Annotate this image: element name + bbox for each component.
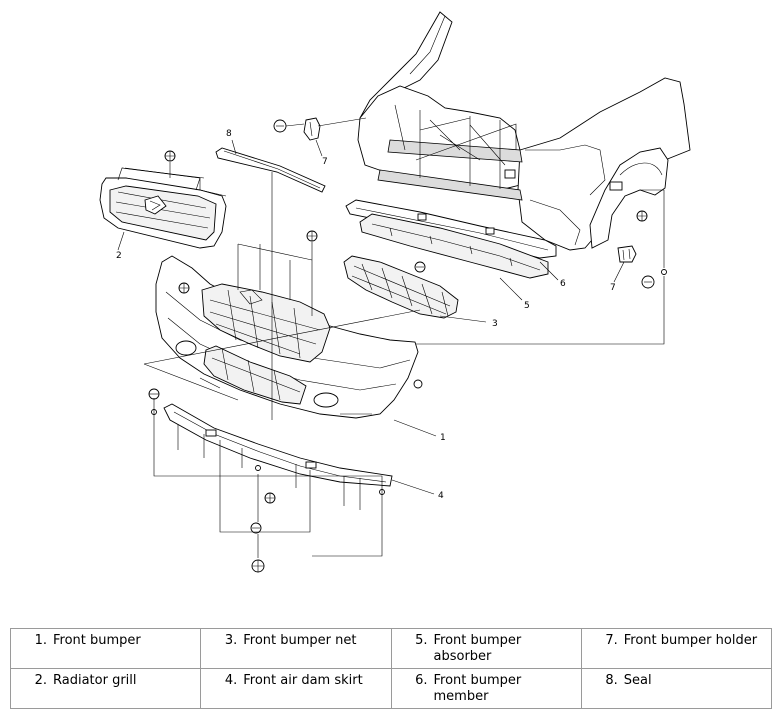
clip-icon [148,388,160,400]
legend-number: 6. [415,673,428,688]
clip-icon [251,559,265,573]
callout-5: 5 [524,301,530,311]
legend-label: Front bumper holder [623,633,758,648]
front-bumper-net [343,255,459,319]
clip-icon [164,150,176,162]
legend-row: 2. Radiator grill 4. Front air dam skirt 6… [9,668,773,709]
legend-label: Front bumper member [433,673,522,704]
clip-icon [636,210,648,222]
callout-8: 8 [226,129,232,139]
legend-number: 4. [224,673,238,688]
callout-leaders [117,139,625,495]
legend-label: Front bumper net [243,633,357,648]
legend-cell: 1. Front bumper [9,628,202,669]
callout-labels: 8 2 7 3 5 6 7 1 4 [116,129,616,501]
legend-label: Radiator grill [53,673,137,688]
legend-label: Front bumper [53,633,141,648]
callout-7-right: 7 [610,283,616,293]
clip-icon [250,522,262,534]
exploded-parts-diagram: 8 2 7 3 5 6 7 1 4 [99,11,691,573]
callout-1: 1 [440,433,446,443]
callout-7-upper: 7 [322,157,328,167]
clip-icon [264,492,276,504]
legend-cell: 4. Front air dam skirt [200,668,392,709]
legend-label: Seal [623,673,652,688]
legend-cell: 6. Front bumper member [390,668,582,709]
parts-legend-table: 1. Front bumper 3. Front bumper net 5. Fron… [9,628,773,709]
legend-cell: 2. Radiator grill [9,668,202,709]
legend-cell: 5. Front bumper absorber [390,628,582,669]
legend-label: Front air dam skirt [243,673,363,688]
radiator-grill [99,167,227,249]
legend-cell: 8. Seal [580,668,773,709]
seal [215,147,326,193]
legend-number: 2. [34,673,47,688]
legend-cell: 7. Front bumper holder [580,628,773,669]
front-bumper [155,255,419,419]
callout-6: 6 [560,279,566,289]
clip-icon [273,119,287,133]
callout-4: 4 [438,491,444,501]
callout-2: 2 [116,251,122,261]
clip-icon [306,230,318,242]
legend-number: 1. [34,633,47,648]
vehicle-front-body [357,11,691,251]
legend-row: 1. Front bumper 3. Front bumper net 5. Fron… [9,628,773,669]
legend-cell: 3. Front bumper net [200,628,392,669]
front-air-dam-skirt [163,403,393,487]
clip-icon [414,261,426,273]
legend-number: 7. [605,633,618,648]
legend-label: Front bumper absorber [433,633,522,664]
assembly-lines [121,117,665,558]
callout-3: 3 [492,319,498,329]
legend-number: 3. [224,633,238,648]
front-bumper-holder-right [617,245,637,263]
front-bumper-holder-upper [303,117,321,141]
clip-icon [641,275,655,289]
legend-number: 5. [415,633,428,648]
legend-number: 8. [605,673,618,688]
clip-icon [413,379,423,389]
clip-icon [178,282,190,294]
front-bumper-absorber [359,213,549,279]
